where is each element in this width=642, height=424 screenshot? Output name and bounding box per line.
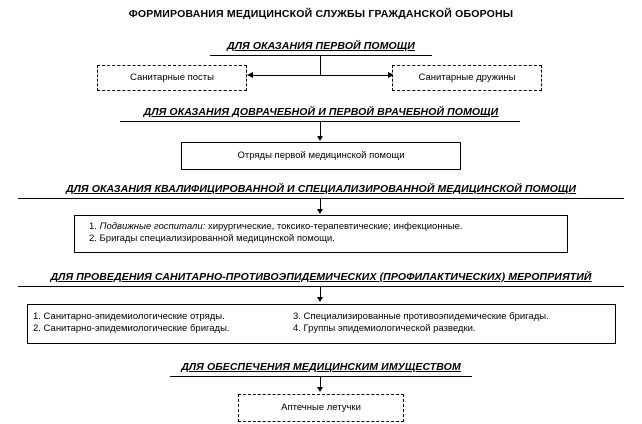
connector-line — [320, 287, 321, 298]
list-item: 3. Специализированные противоэпидемическ… — [293, 311, 549, 322]
section-rule — [120, 121, 520, 122]
epidemic-left-list: 1. Санитарно-эпидемиологические отряды. … — [33, 311, 230, 335]
mobile-hospitals-types: хирургические, токсико-терапевтические; … — [207, 221, 463, 232]
first-aid-detachments-box: Отряды первой медицинской помощи — [181, 142, 461, 170]
section-rule — [210, 55, 432, 56]
connector-line — [320, 56, 321, 76]
arrow-right-icon — [388, 72, 394, 78]
section-rule — [18, 198, 624, 199]
section-heading-first-aid: ДЛЯ ОКАЗАНИЯ ПЕРВОЙ ПОМОЩИ — [227, 40, 415, 52]
diagram-title: ФОРМИРОВАНИЯ МЕДИЦИНСКОЙ СЛУЖБЫ ГРАЖДАНС… — [128, 8, 514, 20]
arrow-down-icon — [317, 136, 323, 141]
arrow-down-icon — [317, 297, 323, 302]
pharmacy-flyers-box: Аптечные летучки — [238, 394, 404, 422]
section-heading-epidemic: ДЛЯ ПРОВЕДЕНИЯ САНИТАРНО-ПРОТИВОЭПИДЕМИЧ… — [50, 271, 592, 283]
section-heading-qualified: ДЛЯ ОКАЗАНИЯ КВАЛИФИЦИРОВАННОЙ И СПЕЦИАЛ… — [65, 183, 577, 195]
section-rule — [18, 286, 624, 287]
epidemic-right-list: 3. Специализированные противоэпидемическ… — [293, 311, 549, 335]
list-item: 1. Санитарно-эпидемиологические отряды. — [33, 311, 225, 322]
section-heading-supply: ДЛЯ ОБЕСПЕЧЕНИЯ МЕДИЦИНСКИМ ИМУЩЕСТВОМ — [181, 361, 461, 373]
qualified-care-box: 1. Подвижные госпитали: хирургические, т… — [74, 215, 568, 253]
sanitary-posts-box: Санитарные посты — [97, 65, 247, 91]
arrow-down-icon — [317, 387, 323, 392]
epidemic-measures-box: 1. Санитарно-эпидемиологические отряды. … — [27, 304, 616, 344]
connector-line — [320, 122, 321, 136]
section-heading-pre-medical: ДЛЯ ОКАЗАНИЯ ДОВРАЧЕБНОЙ И ПЕРВОЙ ВРАЧЕБ… — [143, 106, 499, 118]
section-rule — [170, 376, 472, 377]
connector-line — [250, 75, 390, 76]
list-item: 2. Санитарно-эпидемиологические бригады. — [33, 323, 230, 334]
connector-line — [320, 199, 321, 210]
list-item-number: 1. — [89, 221, 97, 232]
arrow-left-icon — [247, 72, 253, 78]
list-item: 2. Бригады специализированной медицинско… — [89, 233, 335, 244]
mobile-hospitals-label: Подвижные госпитали: — [99, 221, 206, 232]
list-item: 1. Подвижные госпитали: хирургические, т… — [89, 221, 567, 233]
list-item: 4. Группы эпидемиологической разведки. — [293, 323, 476, 334]
arrow-down-icon — [317, 209, 323, 214]
sanitary-squads-box: Санитарные дружины — [392, 65, 542, 91]
connector-line — [320, 377, 321, 388]
